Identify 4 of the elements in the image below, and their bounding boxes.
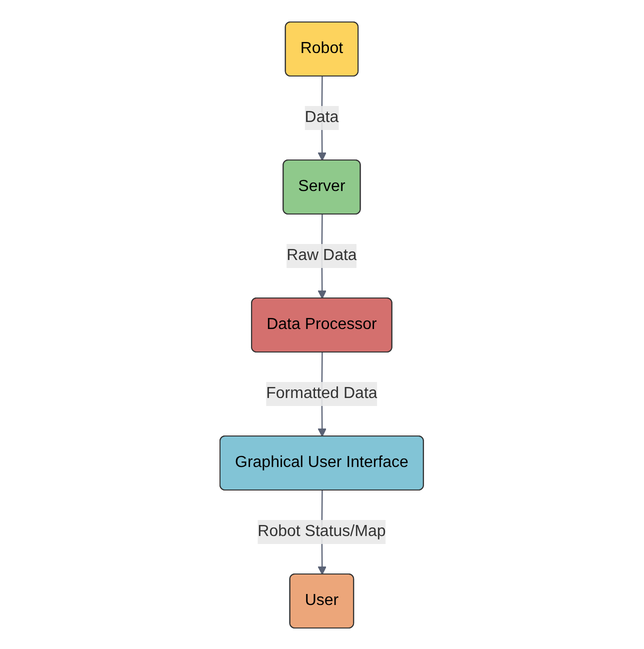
edge-label: Raw Data [286, 246, 358, 264]
edge-label: Robot Status/Map [258, 522, 386, 540]
edge-label: Formatted Data [266, 384, 378, 402]
edge-label: Data [305, 108, 339, 126]
